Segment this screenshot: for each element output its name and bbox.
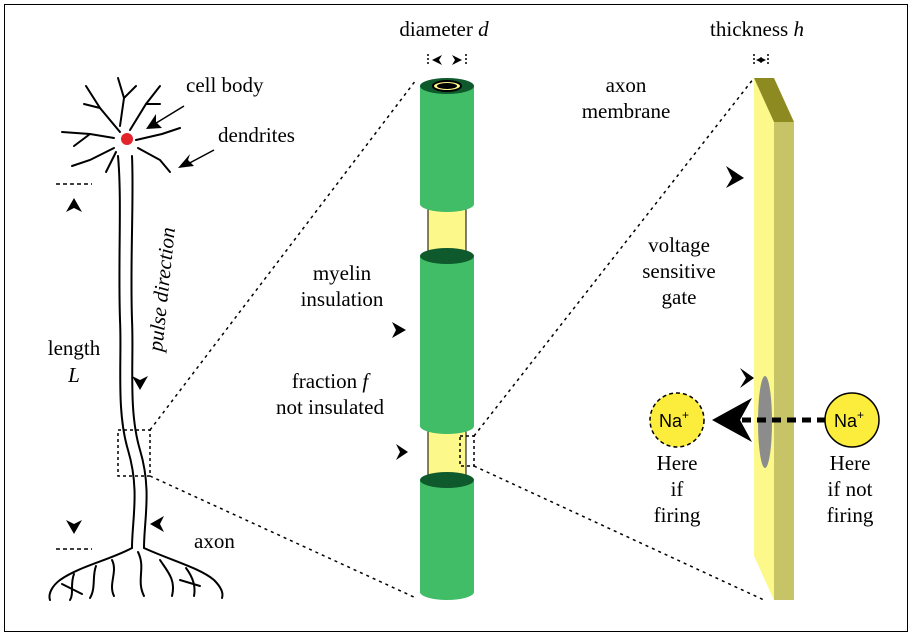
gate-label-1: voltage	[648, 233, 710, 257]
na-resting-label: Na+	[834, 408, 864, 431]
na-ion-resting	[824, 392, 880, 448]
myelinated-axon	[420, 78, 474, 600]
myelin-arrow-icon	[392, 322, 406, 338]
axon-arrowhead-icon	[150, 516, 164, 532]
myelin-top-2	[420, 248, 474, 264]
axon-zoom-box	[117, 429, 151, 477]
axon-line-right	[130, 155, 148, 549]
diameter-label: diameter d	[399, 17, 489, 41]
zoom-line-top	[149, 79, 417, 431]
firing-label-1: Here	[657, 451, 698, 475]
notfiring-label-2: if not	[828, 477, 873, 501]
membrane-slab	[754, 78, 794, 600]
soma-dot	[121, 133, 133, 145]
notfiring-label-1: Here	[830, 451, 871, 475]
na-ion-firing	[649, 392, 705, 448]
length-arrow-up	[66, 198, 82, 212]
membrane-top	[754, 78, 794, 122]
myelin-label-2: insulation	[301, 287, 384, 311]
figure-frame	[4, 4, 908, 632]
pulse-direction-label: pulse direction	[143, 226, 180, 354]
fraction-label-1: fraction f	[292, 369, 372, 393]
axon-terminals	[48, 547, 224, 601]
dendrites-label: dendrites	[218, 123, 295, 147]
myelin-top-3	[420, 472, 474, 488]
axon-label: axon	[194, 529, 235, 553]
gate-label-3: gate	[662, 285, 697, 309]
na-flow-arrowhead-icon	[712, 398, 752, 442]
membrane-label-1: axon	[606, 73, 647, 97]
gate-label-2: sensitive	[642, 259, 716, 283]
thickness-label: thickness h	[710, 17, 804, 41]
zoom-line-bottom	[149, 475, 417, 599]
length-label: length	[48, 336, 101, 360]
firing-label-3: firing	[654, 503, 701, 527]
dendrites-drawing	[61, 77, 181, 173]
thickness-arrow-right-icon	[760, 57, 766, 63]
membrane-face	[754, 78, 774, 600]
neuron-drawing	[48, 77, 224, 601]
membrane-label-2: membrane	[582, 99, 671, 123]
diameter-arrow-right-icon	[452, 55, 462, 65]
dendrites-arrowhead-icon	[178, 154, 194, 168]
cell-body-arrowhead-icon	[146, 114, 162, 129]
node-zoom-box	[459, 435, 475, 467]
pulse-arrow-icon	[132, 376, 148, 390]
fraction-arrow-icon	[396, 444, 408, 460]
axon-line-left	[117, 155, 136, 549]
membrane-side	[774, 122, 794, 600]
length-var: L	[67, 363, 80, 387]
gate-arrow-icon	[740, 368, 754, 388]
notfiring-label-3: firing	[827, 503, 874, 527]
membrane-arrow-icon	[726, 166, 744, 188]
na-firing-label: Na+	[659, 408, 689, 431]
myelin-label-1: myelin	[313, 261, 372, 285]
length-arrow-down	[66, 520, 82, 534]
cell-body-label: cell body	[186, 73, 264, 97]
diameter-arrow-left-icon	[432, 55, 442, 65]
fraction-label-2: not insulated	[276, 395, 384, 419]
firing-label-2: if	[671, 477, 684, 501]
